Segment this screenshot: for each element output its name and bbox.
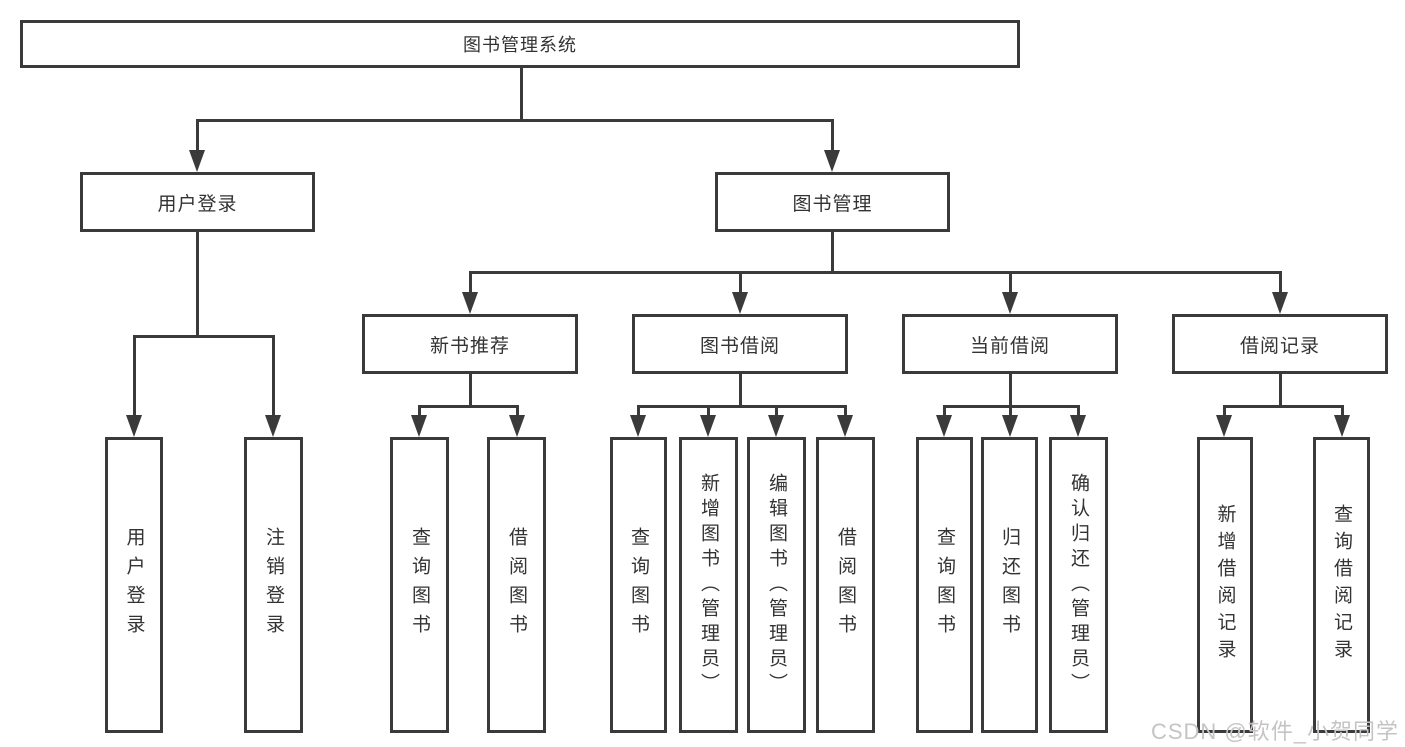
leaf-newbook-query-books: 查询图书	[390, 437, 449, 733]
leaf-borrowing-borrow-books: 借阅图书	[816, 437, 875, 733]
leaf-logout: 注销登录	[244, 437, 303, 733]
connector-line	[516, 405, 519, 423]
arrowhead-down-icon	[1002, 292, 1018, 314]
connector-line	[1009, 271, 1012, 296]
arrowhead-down-icon	[732, 292, 748, 314]
connector-line	[775, 405, 778, 423]
leaf-user-login: 用户登录	[105, 437, 163, 733]
leaf-label: 用户登录	[123, 527, 145, 643]
connector-line	[1077, 405, 1080, 423]
leaf-label: 注销登录	[263, 527, 284, 643]
connector-line	[1223, 405, 1226, 423]
arrowhead-down-icon	[411, 415, 427, 437]
node-new-book-recommend: 新书推荐	[362, 314, 578, 374]
leaf-current-return-books: 归还图书	[981, 437, 1038, 733]
connector-line	[739, 271, 742, 296]
connector-line	[520, 68, 523, 122]
connector-line	[637, 405, 847, 408]
leaf-label: 借阅图书	[835, 527, 856, 643]
connector-line	[196, 232, 199, 338]
leaf-borrowing-add-books-admin: 新增图书（管理员）	[679, 437, 738, 733]
connector-line	[469, 374, 472, 408]
node-current-borrowing: 当前借阅	[902, 314, 1118, 374]
node-book-management: 图书管理	[715, 172, 950, 232]
leaf-label: 查询借阅记录	[1331, 504, 1352, 666]
leaf-current-confirm-return-admin: 确认归还（管理员）	[1049, 437, 1108, 733]
arrowhead-down-icon	[265, 415, 281, 437]
arrowhead-down-icon	[1070, 415, 1086, 437]
connector-line	[1009, 374, 1012, 408]
connector-line	[943, 405, 946, 423]
connector-line	[831, 232, 834, 274]
leaf-borrowing-edit-books-admin: 编辑图书（管理员）	[747, 437, 806, 733]
node-library-management-system: 图书管理系统	[20, 20, 1020, 68]
arrowhead-down-icon	[1216, 415, 1232, 437]
connector-line	[133, 335, 136, 420]
connector-line	[272, 335, 275, 420]
connector-line	[1009, 405, 1012, 423]
connector-line	[418, 405, 519, 408]
arrowhead-down-icon	[1002, 415, 1018, 437]
connector-line	[1279, 374, 1282, 408]
leaf-current-query-books: 查询图书	[916, 437, 973, 733]
arrowhead-down-icon	[462, 292, 478, 314]
arrowhead-down-icon	[1334, 415, 1350, 437]
arrowhead-down-icon	[700, 415, 716, 437]
connector-line	[844, 405, 847, 423]
leaf-records-query-record: 查询借阅记录	[1313, 437, 1370, 733]
arrowhead-down-icon	[1272, 292, 1288, 314]
leaf-label: 查询图书	[409, 527, 430, 643]
arrowhead-down-icon	[837, 415, 853, 437]
leaf-label: 新增图书（管理员）	[698, 472, 719, 698]
arrowhead-down-icon	[126, 415, 142, 437]
arrowhead-down-icon	[509, 415, 525, 437]
connector-line	[1223, 405, 1344, 408]
node-user-login: 用户登录	[80, 172, 315, 232]
node-book-borrowing: 图书借阅	[632, 314, 848, 374]
arrowhead-down-icon	[189, 150, 205, 172]
connector-line	[1279, 271, 1282, 296]
arrowhead-down-icon	[768, 415, 784, 437]
connector-line	[469, 271, 472, 296]
connector-line	[637, 405, 640, 423]
leaf-label: 新增借阅记录	[1214, 504, 1236, 666]
leaf-label: 借阅图书	[506, 527, 527, 643]
connector-line	[196, 119, 834, 122]
connector-line	[133, 335, 275, 338]
leaf-label: 查询图书	[934, 527, 955, 643]
connector-line	[707, 405, 710, 423]
arrowhead-down-icon	[630, 415, 646, 437]
connector-line	[739, 374, 742, 408]
csdn-watermark: CSDN @软件_小贺同学	[1150, 719, 1399, 744]
arrowhead-down-icon	[936, 415, 952, 437]
connector-line	[469, 271, 1282, 274]
connector-line	[831, 119, 834, 155]
leaf-label: 查询图书	[628, 527, 649, 643]
leaf-label: 编辑图书（管理员）	[766, 472, 787, 698]
leaf-newbook-borrow-books: 借阅图书	[487, 437, 546, 733]
connector-line	[418, 405, 421, 423]
leaf-label: 归还图书	[999, 527, 1020, 643]
leaf-label: 确认归还（管理员）	[1068, 472, 1089, 698]
leaf-borrowing-query-books: 查询图书	[610, 437, 667, 733]
arrowhead-down-icon	[824, 150, 840, 172]
node-borrowing-records: 借阅记录	[1172, 314, 1388, 374]
connector-line	[196, 119, 199, 155]
leaf-records-add-record: 新增借阅记录	[1197, 437, 1253, 733]
connector-line	[1341, 405, 1344, 423]
